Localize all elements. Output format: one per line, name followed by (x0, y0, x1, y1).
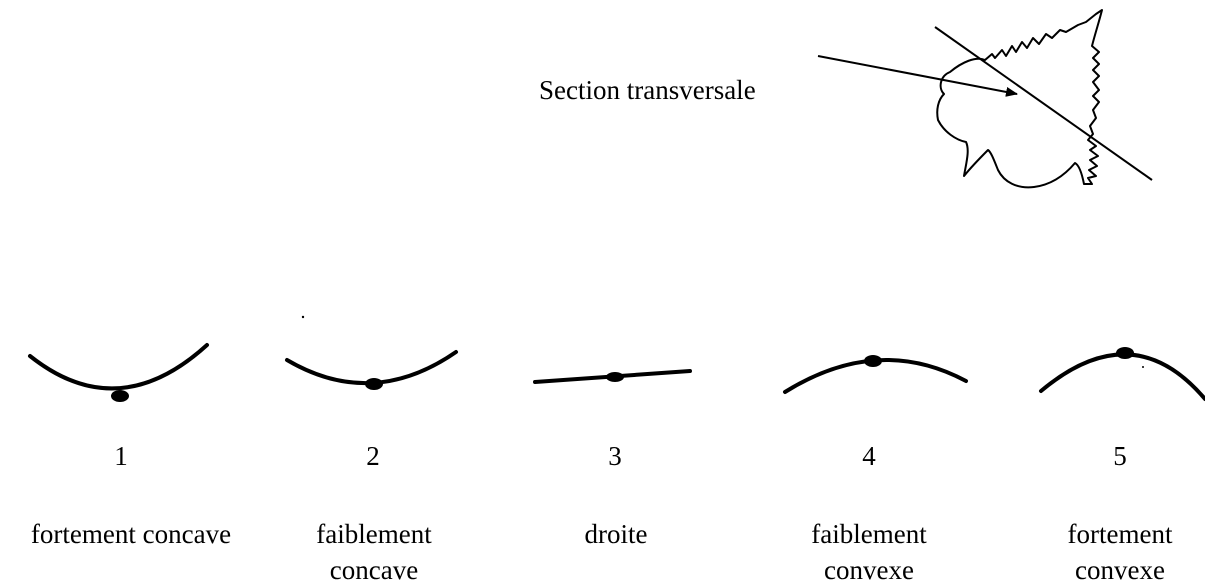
shape-label-5-line2: convexe (1075, 555, 1165, 585)
midrib-dot-3 (606, 372, 624, 382)
shape-label-2-line2: concave (329, 555, 419, 585)
shape-number-4: 4 (862, 441, 876, 471)
shape-label-4-line1: faiblement (811, 519, 927, 549)
profile-curve-5 (1039, 352, 1205, 401)
stray-dot (301, 315, 305, 319)
shape-number-3: 3 (608, 441, 622, 471)
midrib-dot-4 (864, 355, 882, 367)
midrib-dot-1 (111, 390, 129, 402)
shape-number-1: 1 (114, 441, 128, 471)
shape-label-3: droite (584, 519, 648, 549)
shape-label-4-line2: convexe (824, 555, 914, 585)
shape-number-2: 2 (366, 441, 380, 471)
shape-number-5: 5 (1113, 441, 1127, 471)
shape-label-2-line1: faiblement (316, 519, 432, 549)
section-label: Section transversale (539, 75, 756, 105)
midrib-dot-2 (365, 378, 383, 390)
section-cut-line (934, 26, 1153, 181)
pointer-arrow (817, 55, 1018, 97)
stray-dot (1142, 366, 1144, 368)
leaf-outline (936, 9, 1103, 189)
profile-curve-1 (28, 343, 209, 391)
midrib-dot-5 (1116, 347, 1134, 359)
shape-label-1: fortement concave (30, 519, 232, 549)
shape-label-5-line1: fortement (1067, 519, 1173, 549)
